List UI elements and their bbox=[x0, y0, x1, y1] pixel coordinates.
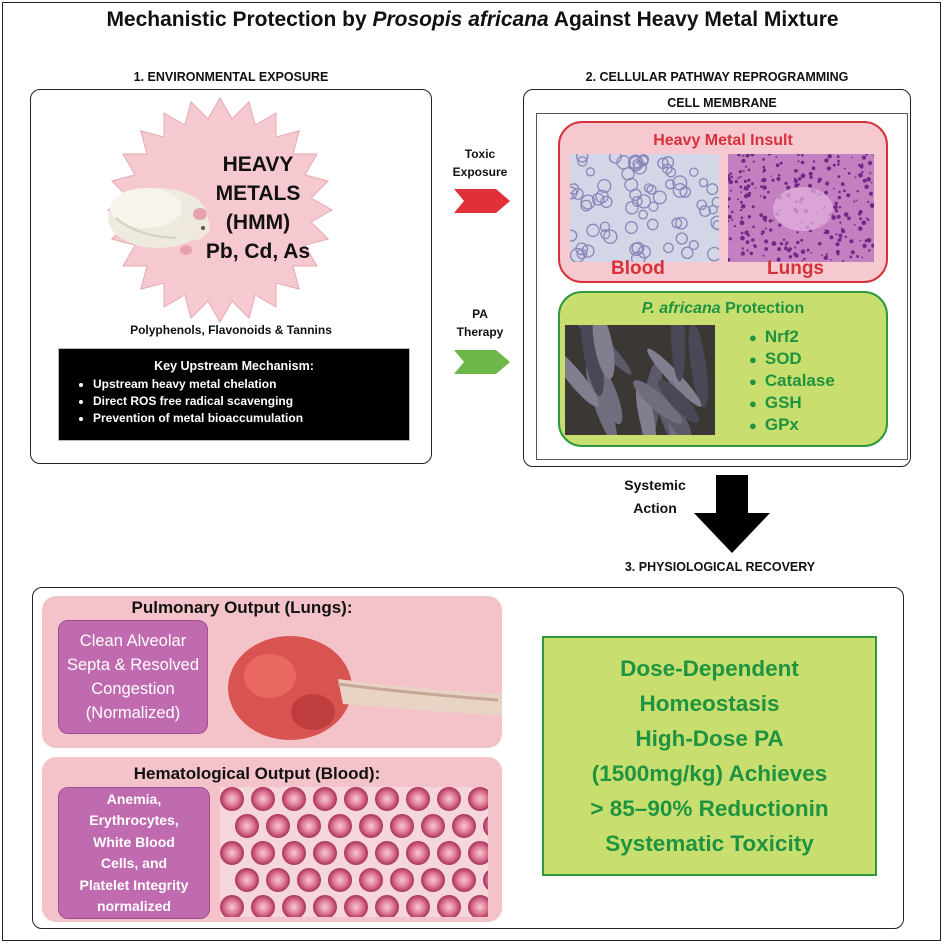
summary-line-6: Systematic Toxicity bbox=[605, 831, 814, 856]
summary-line-3: High-Dose PA bbox=[635, 726, 784, 751]
marker-item: SOD bbox=[749, 348, 835, 370]
prosopis-pods-image bbox=[565, 325, 715, 435]
pulmonary-result-box: Clean Alveolar Septa & Resolved Congesti… bbox=[58, 620, 208, 734]
rat-image bbox=[108, 188, 210, 255]
summary-line-4: (1500mg/kg) Achieves bbox=[591, 761, 828, 786]
hmm-label: HEAVY METALS (HMM) Pb, Cd, As bbox=[203, 150, 313, 266]
hmm-line-3: (HMM) bbox=[225, 211, 291, 234]
mechanism-list: Upstream heavy metal chelation Direct RO… bbox=[59, 376, 409, 427]
hema-line-3: White Blood bbox=[93, 833, 175, 850]
therapy-line-1: PA bbox=[472, 307, 488, 321]
title-prefix: Mechanistic Protection by bbox=[106, 8, 373, 31]
systemic-line-1: Systemic bbox=[624, 477, 686, 493]
mechanism-title: Key Upstream Mechanism: bbox=[154, 359, 314, 373]
protection-species: P. africana bbox=[641, 300, 721, 317]
title-species: Prosopis africana bbox=[372, 8, 549, 31]
marker-item: Catalase bbox=[749, 370, 835, 392]
systemic-line-2: Action bbox=[633, 500, 677, 516]
summary-line-1: Dose-Dependent bbox=[620, 656, 799, 681]
title-suffix: Against Heavy Metal Mixture bbox=[548, 8, 839, 31]
section-environmental-label: 1. ENVIRONMENTAL EXPOSURE bbox=[133, 70, 329, 84]
antioxidant-marker-list: Nrf2 SOD Catalase GSH GPx bbox=[749, 326, 835, 436]
marker-item: GPx bbox=[749, 414, 835, 436]
hema-line-4: Cells, and bbox=[100, 855, 168, 871]
hematological-result-box: Anemia, Erythrocytes, White Blood Cells,… bbox=[58, 787, 210, 919]
pulmonary-title: Pulmonary Output (Lungs): bbox=[131, 598, 353, 617]
mechanism-box: Key Upstream Mechanism: Upstream heavy m… bbox=[58, 348, 410, 441]
red-chevron-arrow-icon bbox=[454, 189, 510, 213]
lungs-label: Lungs bbox=[767, 258, 824, 279]
pa-therapy-label: PA Therapy bbox=[445, 305, 515, 341]
hema-line-1: Anemia, bbox=[106, 790, 162, 807]
hmm-line-4: Pb, Cd, As bbox=[205, 240, 311, 263]
mechanism-item: Prevention of metal bioaccumulation bbox=[93, 410, 409, 427]
summary-line-5: > 85–90% Reductionin bbox=[590, 796, 829, 821]
mechanism-item: Direct ROS free radical scavenging bbox=[93, 393, 409, 410]
page-title: Mechanistic Protection by Prosopis afric… bbox=[0, 8, 945, 32]
hema-line-5: Platelet Integrity bbox=[79, 876, 189, 893]
lung-histology-image bbox=[728, 154, 874, 262]
systemic-action-label: Systemic Action bbox=[605, 474, 705, 520]
lung-specimen-image bbox=[228, 636, 502, 740]
section-physiological-label: 3. PHYSIOLOGICAL RECOVERY bbox=[624, 560, 816, 574]
erythrocytes-image bbox=[220, 787, 488, 917]
hema-line-2: Erythrocytes, bbox=[89, 812, 179, 828]
dose-summary-box: Dose-Dependent Homeostasis High-Dose PA … bbox=[542, 636, 877, 876]
cell-membrane-box bbox=[536, 113, 908, 460]
toxic-line-2: Exposure bbox=[452, 165, 508, 179]
blood-smear-image bbox=[570, 154, 719, 262]
pulmonary-line-4: (Normalized) bbox=[85, 704, 181, 722]
therapy-line-2: Therapy bbox=[456, 325, 504, 339]
marker-item: Nrf2 bbox=[749, 326, 835, 348]
compounds-caption: Polyphenols, Flavonoids & Tannins bbox=[130, 323, 332, 337]
section-cellular-label: 2. CELLULAR PATHWAY REPROGRAMMING bbox=[585, 70, 849, 84]
mechanism-item: Upstream heavy metal chelation bbox=[93, 376, 409, 393]
pulmonary-line-1: Clean Alveolar bbox=[79, 632, 187, 650]
marker-item: GSH bbox=[749, 392, 835, 414]
blood-label: Blood bbox=[611, 258, 665, 279]
green-chevron-arrow-icon bbox=[454, 350, 510, 374]
pulmonary-line-2: Septa & Resolved bbox=[66, 656, 200, 674]
starburst-heavy-metals bbox=[106, 96, 334, 324]
toxic-line-1: Toxic bbox=[464, 147, 496, 161]
protection-rest: Protection bbox=[720, 300, 805, 317]
black-down-arrow-icon bbox=[694, 475, 770, 553]
pulmonary-line-3: Congestion bbox=[91, 680, 175, 698]
hmm-line-1: HEAVY bbox=[222, 153, 294, 176]
summary-line-2: Homeostasis bbox=[639, 691, 780, 716]
protection-title: P. africana Protection bbox=[558, 300, 888, 318]
toxic-exposure-label: Toxic Exposure bbox=[445, 145, 515, 181]
hmm-line-2: METALS bbox=[215, 182, 301, 205]
hematological-title: Hematological Output (Blood): bbox=[133, 764, 381, 783]
cell-membrane-label: CELL MEMBRANE bbox=[667, 96, 777, 110]
hema-line-6: normalized bbox=[97, 898, 171, 914]
insult-title: Heavy Metal Insult bbox=[653, 132, 793, 149]
